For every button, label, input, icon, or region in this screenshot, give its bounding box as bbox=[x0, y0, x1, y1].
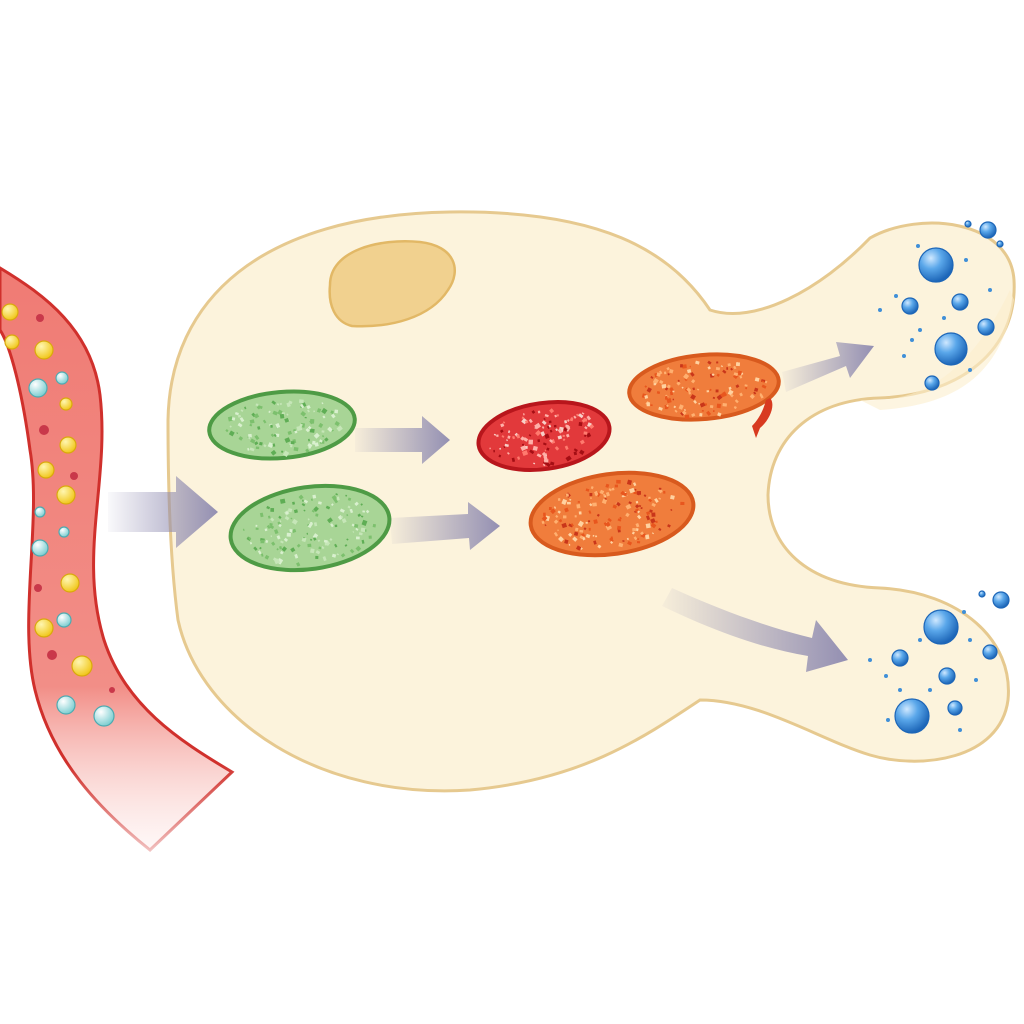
arrows bbox=[108, 342, 874, 672]
droplet bbox=[992, 591, 1010, 609]
droplets-bottom bbox=[868, 590, 1010, 734]
droplet bbox=[894, 698, 930, 734]
terminal-top bbox=[878, 220, 1004, 391]
vesicle-green-2 bbox=[228, 483, 392, 573]
nucleus bbox=[328, 240, 456, 328]
droplet bbox=[891, 649, 909, 667]
vesicle-orange-2 bbox=[528, 470, 696, 558]
arrow-uptake bbox=[108, 476, 218, 548]
droplet bbox=[924, 375, 940, 391]
droplet bbox=[918, 247, 954, 283]
vesicles bbox=[207, 352, 781, 573]
vesicle-red bbox=[476, 400, 612, 472]
droplet bbox=[947, 700, 963, 716]
droplet bbox=[951, 293, 969, 311]
droplet bbox=[977, 318, 995, 336]
droplet bbox=[938, 667, 956, 685]
arrow-green-2-to-orange bbox=[390, 502, 500, 550]
vesicle-green-1 bbox=[207, 389, 357, 461]
droplet bbox=[901, 297, 919, 315]
droplet bbox=[964, 220, 972, 228]
droplet bbox=[923, 609, 959, 645]
droplet bbox=[934, 332, 968, 366]
vessel-particles bbox=[1, 303, 115, 727]
terminal-bottom bbox=[868, 590, 1010, 734]
droplet bbox=[978, 590, 986, 598]
droplet bbox=[996, 240, 1004, 248]
droplet bbox=[979, 221, 997, 239]
blood-vessel bbox=[0, 266, 235, 852]
arrow-orange-to-top-terminal bbox=[782, 342, 874, 392]
droplets-top bbox=[878, 220, 1004, 391]
arrow-orange-to-bottom-terminal bbox=[662, 588, 848, 672]
droplet bbox=[982, 644, 998, 660]
arrow-green-1-to-red bbox=[355, 416, 450, 464]
vesicle-orange-1 bbox=[627, 352, 781, 438]
